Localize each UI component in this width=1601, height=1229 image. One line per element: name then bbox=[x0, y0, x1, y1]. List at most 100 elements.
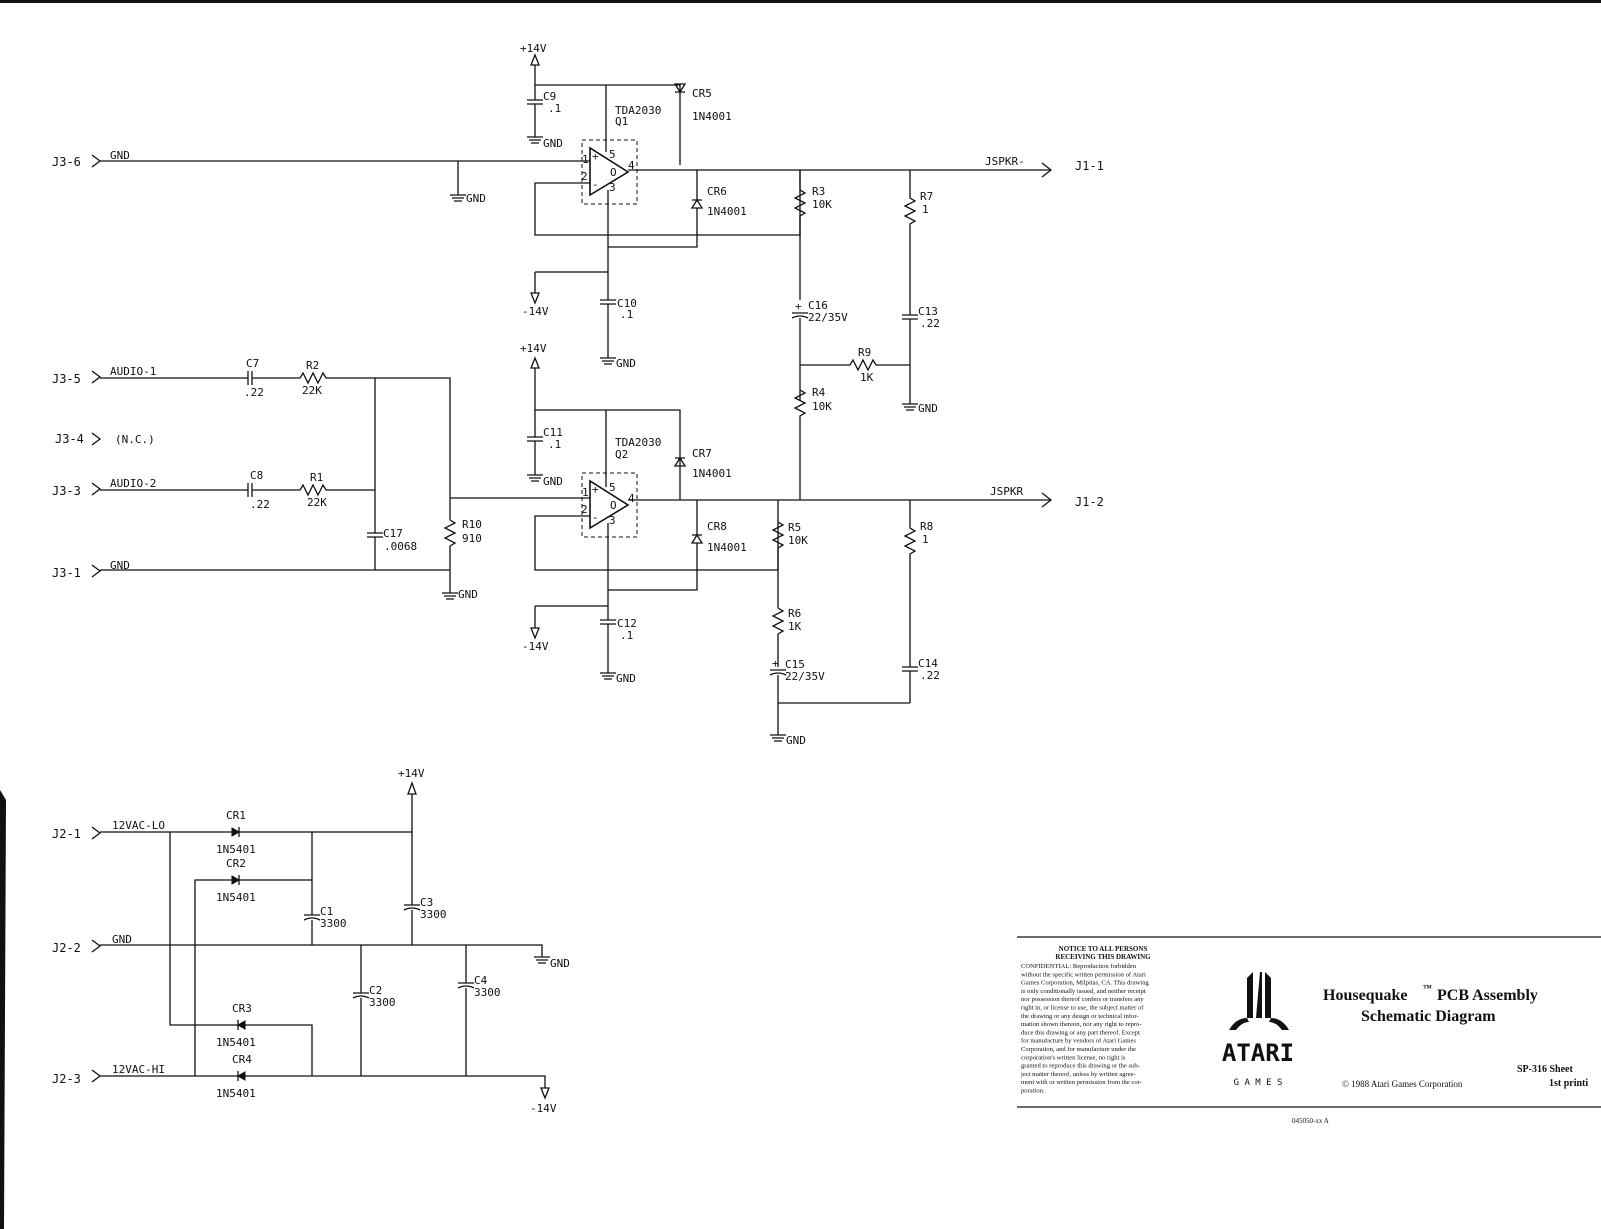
cr4-ref: CR4 bbox=[232, 1053, 252, 1066]
c11-ref: C11 bbox=[543, 426, 563, 439]
notice-line: poration. bbox=[1021, 1088, 1045, 1095]
notice-line: corporation's written license, no right … bbox=[1021, 1054, 1126, 1061]
conn-j3-5: J3-5 bbox=[52, 372, 81, 386]
notice-line: the drawing or any design or technical i… bbox=[1021, 1013, 1139, 1020]
conn-j2-1-arrow bbox=[91, 826, 102, 840]
cap-c16 bbox=[791, 312, 809, 400]
logo-text: ATARI bbox=[1222, 1039, 1294, 1067]
wire-audio2 bbox=[100, 483, 375, 497]
notice-line: right in, or license to use, the subject… bbox=[1021, 1005, 1144, 1012]
scan-top-edge bbox=[0, 0, 1601, 3]
diode-cr5 bbox=[673, 83, 687, 94]
c8-ref: C8 bbox=[250, 469, 263, 482]
resistor-r3 bbox=[793, 170, 807, 300]
opamp-q2 bbox=[589, 479, 630, 530]
wire-q1-supply bbox=[535, 84, 681, 165]
cr3-val: 1N5401 bbox=[216, 1036, 256, 1049]
conn-j3-6-arrow bbox=[91, 154, 102, 168]
diode-cr2 bbox=[231, 875, 241, 885]
cap-c2 bbox=[352, 945, 370, 1045]
q1-part: TDA2030 bbox=[615, 104, 661, 117]
amp-q2-section: +14V C11 .1 GND TDA2030 Q2 + - 1 2 5 O 4… bbox=[520, 342, 1104, 747]
cap-c9 bbox=[527, 99, 543, 137]
c15-plus: + bbox=[772, 657, 779, 670]
net-jspkr: JSPKR bbox=[990, 485, 1023, 498]
cr8-val: 1N4001 bbox=[707, 541, 747, 554]
notice-line: Corporation, and for manufacture under t… bbox=[1021, 1046, 1136, 1053]
diode-cr3 bbox=[236, 1020, 246, 1030]
gnd-c13-label: GND bbox=[918, 402, 938, 415]
wire-audio1 bbox=[100, 371, 451, 520]
title-pcb-assembly: PCB Assembly bbox=[1437, 987, 1538, 1004]
q1-pin3: 3 bbox=[609, 181, 616, 194]
conn-j2-3-arrow bbox=[91, 1069, 102, 1083]
conn-j3-3-arrow bbox=[91, 482, 102, 496]
c9-val: .1 bbox=[548, 102, 561, 115]
q1-pin-plus: + bbox=[592, 150, 599, 163]
supply-plus14-q2-label: +14V bbox=[520, 342, 547, 355]
net-audio2: AUDIO-2 bbox=[110, 477, 156, 490]
cr6-val: 1N4001 bbox=[707, 205, 747, 218]
q1-pin2: 2 bbox=[581, 170, 588, 183]
conn-j1-1-arrow bbox=[1041, 162, 1053, 178]
gnd-c15-label: GND bbox=[786, 734, 806, 747]
gnd-symbol-c9 bbox=[527, 136, 543, 144]
q2-pin2: 2 bbox=[581, 503, 588, 516]
c11-val: .1 bbox=[548, 438, 561, 451]
title-block: NOTICE TO ALL PERSONS RECEIVING THIS DRA… bbox=[1017, 936, 1601, 1125]
diode-cr1 bbox=[231, 827, 241, 837]
q2-pin1: 1 bbox=[582, 486, 589, 499]
c9-ref: C9 bbox=[543, 90, 556, 103]
scan-left-edge bbox=[0, 790, 6, 1229]
diode-cr6 bbox=[608, 170, 704, 248]
q2-package-outline bbox=[581, 472, 638, 538]
cap-c1 bbox=[303, 914, 321, 945]
c1-val: 3300 bbox=[320, 917, 347, 930]
copyright: © 1988 Atari Games Corporation bbox=[1342, 1079, 1463, 1089]
psu-plus14-arrow bbox=[407, 781, 417, 832]
notice-line: ment with or written permission from the… bbox=[1021, 1079, 1142, 1086]
r5-ref: R5 bbox=[788, 521, 801, 534]
cr7-ref: CR7 bbox=[692, 447, 712, 460]
cr8-ref: CR8 bbox=[707, 520, 727, 533]
wire-gnd-psu bbox=[100, 944, 543, 957]
cr1-ref: CR1 bbox=[226, 809, 246, 822]
q1-pin-o: O bbox=[610, 166, 617, 179]
cap-c12 bbox=[600, 619, 616, 673]
net-gnd-psu: GND bbox=[112, 933, 132, 946]
net-nc: (N.C.) bbox=[115, 433, 155, 446]
r4-ref: R4 bbox=[812, 386, 826, 399]
title-trademark: ™ bbox=[1423, 983, 1432, 993]
r8-val: 1 bbox=[922, 533, 929, 546]
conn-j3-1: J3-1 bbox=[52, 566, 81, 580]
notice-line: CONFIDENTIAL: Reproduction forbidden bbox=[1021, 963, 1137, 970]
net-gnd-lower: GND bbox=[110, 559, 130, 572]
c15-ref: C15 bbox=[785, 658, 805, 671]
sheet-number: SP-316 Sheet bbox=[1517, 1064, 1574, 1075]
c16-val: 22/35V bbox=[808, 311, 848, 324]
q2-pin5: 5 bbox=[609, 481, 616, 494]
supply-minus14-q2 bbox=[530, 606, 540, 640]
r1-val: 22K bbox=[307, 496, 327, 509]
resistor-r6 bbox=[771, 607, 785, 667]
notice-line: nor possession thereof confers or transf… bbox=[1021, 996, 1144, 1003]
net-gnd-upper: GND bbox=[110, 149, 130, 162]
resistor-r7 bbox=[903, 170, 917, 315]
q1-pin5: 5 bbox=[609, 148, 616, 161]
supply-minus14-q1 bbox=[530, 272, 540, 305]
conn-j2-1: J2-1 bbox=[52, 827, 81, 841]
r10-val: 910 bbox=[462, 532, 482, 545]
q2-part: TDA2030 bbox=[615, 436, 661, 449]
gnd-j3-6-label: GND bbox=[466, 192, 486, 205]
c4-val: 3300 bbox=[474, 986, 501, 999]
notice-line: without the specific written permission … bbox=[1021, 971, 1146, 978]
c13-ref: C13 bbox=[918, 305, 938, 318]
gnd-c11-label: GND bbox=[543, 475, 563, 488]
q1-pin4: 4 bbox=[628, 159, 635, 172]
c17-ref: C17 bbox=[383, 527, 403, 540]
atari-logo bbox=[1229, 972, 1289, 1030]
conn-j3-1-arrow bbox=[91, 564, 102, 578]
q2-pin-o: O bbox=[610, 499, 617, 512]
notice-text: CONFIDENTIAL: Reproduction forbiddenwith… bbox=[1020, 963, 1149, 1095]
r10-ref: R10 bbox=[462, 518, 482, 531]
